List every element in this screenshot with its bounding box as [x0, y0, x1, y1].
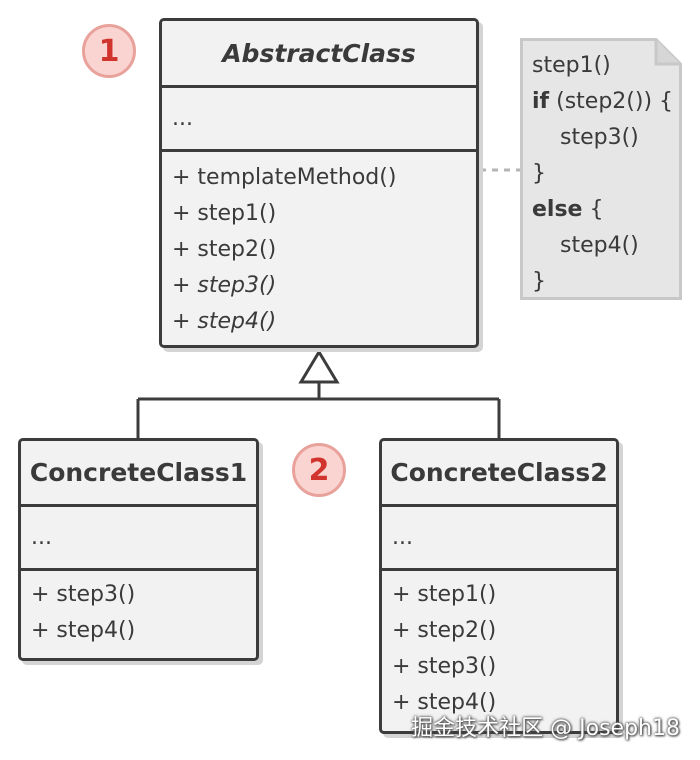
abstract-class-name: AbstractClass: [162, 21, 476, 88]
note-line-7: }: [532, 269, 546, 294]
note-line-6: step4(): [560, 233, 639, 258]
method-step4: + step4(): [392, 690, 497, 715]
note-code: step1() if (step2()) { step3() } else { …: [532, 48, 673, 300]
note-line-1: step1(): [532, 53, 611, 78]
concrete-class-1-fields: ...: [21, 507, 256, 571]
abstract-class-fields: ...: [162, 88, 476, 152]
abstract-class-methods: + templateMethod() + step1() + step2() +…: [162, 152, 476, 340]
concrete-class-2-methods: + step1() + step2() + step3() + step4(): [382, 571, 616, 721]
concrete-class-1-box: ConcreteClass1 ... + step3() + step4(): [18, 438, 259, 661]
method-step4: + step4(): [31, 618, 136, 643]
template-method-note: step1() if (step2()) { step3() } else { …: [520, 38, 682, 300]
note-line-2: if (step2()) {: [532, 84, 673, 120]
note-folded-corner-icon: [520, 38, 682, 300]
concrete-class-2-box: ConcreteClass2 ... + step1() + step2() +…: [379, 438, 619, 734]
concrete-class-1-name: ConcreteClass1: [21, 441, 256, 507]
method-step2: + step2(): [392, 618, 497, 643]
method-step1: + step1(): [172, 201, 277, 226]
method-step1: + step1(): [392, 582, 497, 607]
keyword-else: else: [532, 197, 583, 222]
concrete-class-2-fields: ...: [382, 507, 616, 571]
concrete-class-1-methods: + step3() + step4(): [21, 571, 256, 649]
note-line-5: else {: [532, 192, 673, 228]
method-step3: + step3(): [31, 582, 136, 607]
note-line-4: }: [532, 161, 546, 186]
note-line-5-rest: {: [582, 197, 604, 222]
method-step4-abstract: + step4(): [172, 309, 277, 334]
method-step2: + step2(): [172, 237, 277, 262]
method-step3: + step3(): [392, 654, 497, 679]
note-line-3: step3(): [560, 125, 639, 150]
concrete-class-2-name: ConcreteClass2: [382, 441, 616, 507]
step-badge-1: 1: [82, 24, 136, 78]
watermark: 掘金技术社区 @ Joseph18: [411, 716, 680, 741]
inheritance-arrow-icon: [298, 349, 340, 384]
step-badge-2: 2: [292, 443, 346, 497]
method-step3-abstract: + step3(): [172, 273, 277, 298]
note-line-2-rest: (step2()) {: [549, 89, 674, 114]
method-template-method: + templateMethod(): [172, 165, 397, 190]
keyword-if: if: [532, 89, 550, 114]
abstract-class-box: AbstractClass ... + templateMethod() + s…: [159, 18, 479, 348]
